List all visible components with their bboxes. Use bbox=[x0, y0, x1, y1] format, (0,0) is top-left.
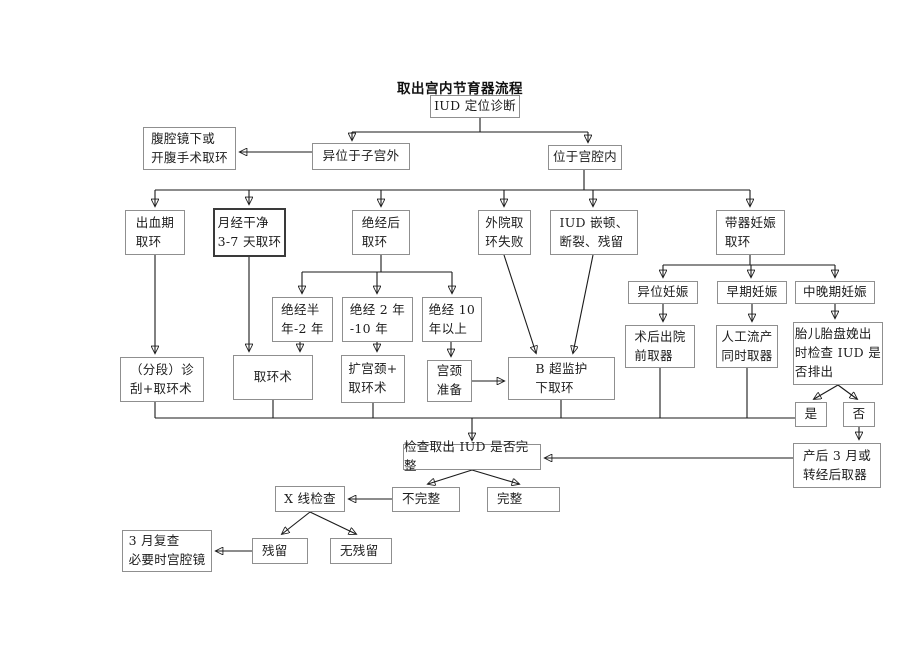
node-cervical-preparation: 宫颈 准备 bbox=[427, 360, 472, 402]
node-menopause-2y-10y: 绝经 2 年 -10 年 bbox=[342, 297, 413, 342]
node-residual: 残留 bbox=[252, 538, 308, 564]
node-no-residual: 无残留 bbox=[330, 538, 392, 564]
node-ectopic-pregnancy: 异位妊娠 bbox=[628, 281, 698, 304]
node-laparoscopy-removal: 腹腔镜下或 开腹手术取环 bbox=[143, 127, 236, 170]
flowchart-title: 取出宫内节育器流程 bbox=[397, 81, 523, 97]
node-pregnancy-with-iud-removal: 带器妊娠 取环 bbox=[716, 210, 785, 255]
node-check-iud-expelled-at-delivery: 胎儿胎盘娩出 时检查 IUD 是 否排出 bbox=[793, 322, 883, 385]
node-in-uterine-cavity: 位于宫腔内 bbox=[548, 145, 622, 170]
node-no-not-expelled: 否 bbox=[843, 402, 875, 427]
node-postop-discharge-removal: 术后出院 前取器 bbox=[625, 325, 695, 368]
node-check-iud-complete: 检查取出 IUD 是否完整 bbox=[403, 439, 541, 473]
node-yes-expelled: 是 bbox=[795, 402, 827, 427]
node-ultrasound-guided-removal: B 超监护 下取环 bbox=[508, 357, 615, 400]
node-menopause-10y-plus: 绝经 10 年以上 bbox=[422, 297, 482, 342]
node-external-hospital-failure: 外院取 环失败 bbox=[478, 210, 531, 255]
node-mid-late-pregnancy: 中晚期妊娠 bbox=[795, 281, 875, 304]
node-abortion-same-time-removal: 人工流产 同时取器 bbox=[716, 325, 778, 368]
node-early-pregnancy: 早期妊娠 bbox=[717, 281, 787, 304]
node-iud-incarceration: IUD 嵌顿、 断裂、残留 bbox=[550, 210, 638, 255]
node-menses-clean-removal: 月经干净 3-7 天取环 bbox=[213, 208, 286, 257]
node-followup-3m: 3 月复查 必要时宫腔镜 bbox=[122, 530, 212, 572]
node-segmental-curettage-removal: （分段）诊 刮+取环术 bbox=[120, 357, 204, 402]
node-menopause-6m-2y: 绝经半 年-2 年 bbox=[272, 297, 333, 342]
node-iud-location-diagnosis: IUD 定位诊断 bbox=[430, 95, 520, 118]
node-postmenopause-removal: 绝经后 取环 bbox=[352, 210, 410, 255]
node-postpartum-3m-removal: 产后 3 月或 转经后取器 bbox=[793, 443, 881, 488]
node-incomplete: 不完整 bbox=[392, 487, 460, 512]
node-complete: 完整 bbox=[487, 487, 560, 512]
node-xray-exam: X 线检查 bbox=[275, 486, 345, 512]
node-ectopic-outside-uterus: 异位于子宫外 bbox=[312, 143, 410, 170]
node-bleeding-period-removal: 出血期 取环 bbox=[125, 210, 185, 255]
node-cervical-dilation-removal: 扩宫颈+ 取环术 bbox=[341, 355, 405, 403]
node-removal-operation: 取环术 bbox=[233, 355, 313, 400]
